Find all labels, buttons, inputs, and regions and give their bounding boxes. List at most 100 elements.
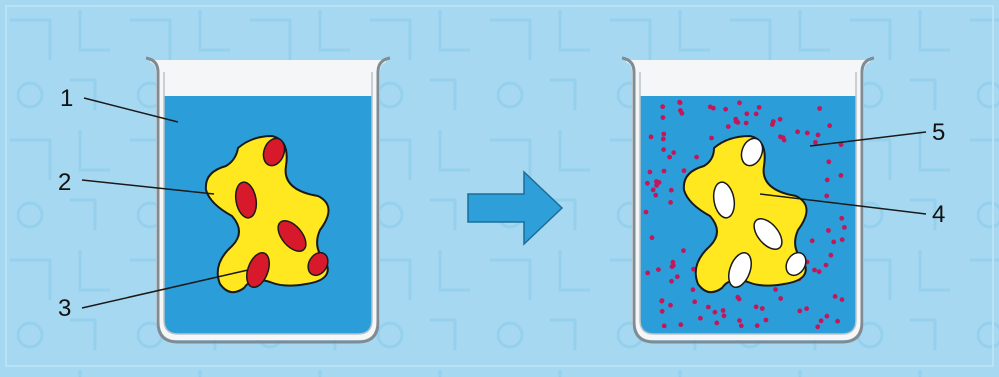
- dissolved-particle: [668, 200, 673, 205]
- dissolved-particle: [675, 274, 680, 279]
- dissolved-particle: [660, 104, 665, 109]
- dissolved-particle: [840, 237, 845, 242]
- dissolved-particle: [654, 179, 659, 184]
- dissolved-particle: [662, 324, 667, 329]
- dissolved-particle: [667, 155, 672, 160]
- dissolved-particle: [813, 140, 818, 145]
- dissolved-particle: [698, 316, 703, 321]
- dissolved-particle: [744, 111, 749, 116]
- dissolved-particle: [645, 271, 650, 276]
- right-beaker: [622, 58, 874, 342]
- dissolved-particle: [681, 248, 686, 253]
- dissolved-particle: [797, 309, 802, 314]
- dissolved-particle: [831, 240, 836, 245]
- dissolved-particle: [723, 107, 728, 112]
- dissolved-particle: [649, 135, 654, 140]
- dissolved-particle: [778, 134, 783, 139]
- dissolved-particle: [668, 303, 673, 308]
- dissolved-particle: [660, 309, 665, 314]
- dissolved-particle: [709, 136, 714, 141]
- label-2: 2: [58, 169, 71, 196]
- dissolved-particle: [726, 124, 731, 129]
- left-beaker: [146, 58, 390, 342]
- dissolved-particle: [835, 319, 840, 324]
- dissolved-particle: [694, 155, 699, 160]
- dissolved-particle: [744, 121, 749, 126]
- dissolved-particle: [737, 100, 742, 105]
- dissolved-particle: [826, 228, 831, 233]
- dissolved-particle: [760, 306, 765, 311]
- dissolved-particle: [692, 299, 697, 304]
- dissolved-particle: [829, 253, 834, 258]
- dissolved-particle: [754, 304, 759, 309]
- dissolved-particle: [812, 268, 817, 273]
- dissolved-particle: [782, 138, 787, 143]
- dissolved-particle: [839, 173, 844, 178]
- label-3: 3: [58, 295, 71, 322]
- dissolved-particle: [650, 235, 655, 240]
- dissolved-particle: [721, 308, 726, 313]
- dissolved-particle: [778, 296, 783, 301]
- label-1: 1: [60, 85, 73, 112]
- dissolved-particle: [678, 108, 683, 113]
- dissolved-particle: [754, 112, 759, 117]
- dissolved-particle: [817, 106, 822, 111]
- dissolved-particle: [682, 168, 687, 173]
- dissolved-particle: [816, 133, 821, 138]
- dissolved-particle: [734, 119, 739, 124]
- dissolved-particle: [805, 131, 810, 136]
- dissolved-particle: [648, 170, 653, 175]
- label-5: 5: [932, 119, 945, 146]
- dissolved-particle: [669, 279, 674, 284]
- dissolved-particle: [840, 297, 845, 302]
- dissolved-particle: [825, 314, 830, 319]
- dissolved-particle: [817, 269, 822, 274]
- dissolved-particle: [656, 267, 661, 272]
- dissolved-particle: [824, 263, 829, 268]
- dissolved-particle: [757, 105, 762, 110]
- dissolved-particle: [764, 318, 769, 323]
- dissolved-particle: [826, 159, 831, 164]
- dissolved-particle: [755, 323, 760, 328]
- dissolved-particle: [833, 294, 838, 299]
- dissolved-particle: [711, 106, 716, 111]
- dissolved-particle: [661, 132, 666, 137]
- dissolved-particle: [661, 147, 666, 152]
- dissolved-particle: [678, 322, 683, 327]
- dissolved-particle: [737, 318, 742, 323]
- dissolved-particle: [827, 123, 832, 128]
- dissolved-particle: [662, 169, 667, 174]
- dissolved-particle: [661, 137, 666, 142]
- dissolved-particle: [691, 287, 696, 292]
- dissolved-particle: [810, 238, 815, 243]
- dissolved-particle: [669, 188, 674, 193]
- dissolved-particle: [714, 321, 719, 326]
- dissolved-particle: [661, 115, 666, 120]
- dissolved-particle: [839, 216, 844, 221]
- dissolved-particle: [671, 150, 676, 155]
- dissolved-particle: [773, 287, 778, 292]
- dissolved-particle: [819, 318, 824, 323]
- dissolved-particle: [653, 193, 658, 198]
- dissolved-particle: [706, 305, 711, 310]
- dissolved-particle: [722, 313, 727, 318]
- dissolved-particle: [824, 194, 829, 199]
- dissolved-particle: [651, 188, 656, 193]
- dissolved-particle: [795, 129, 800, 134]
- dissolved-particle: [804, 306, 809, 311]
- dissolved-particle: [713, 310, 718, 315]
- dissolved-particle: [735, 295, 740, 300]
- dissolved-particle: [825, 178, 830, 183]
- dissolved-particle: [842, 225, 847, 230]
- dissolved-particle: [678, 100, 683, 105]
- dissolved-particle: [671, 260, 676, 265]
- dissolved-particle: [778, 117, 783, 122]
- dissolved-particle: [659, 299, 664, 304]
- dissolved-particle: [644, 210, 649, 215]
- dissolved-particle: [770, 122, 775, 127]
- dissolved-particle: [815, 324, 820, 329]
- label-4: 4: [932, 201, 945, 228]
- dissolved-particle: [739, 323, 744, 328]
- dissolved-particle: [645, 181, 650, 186]
